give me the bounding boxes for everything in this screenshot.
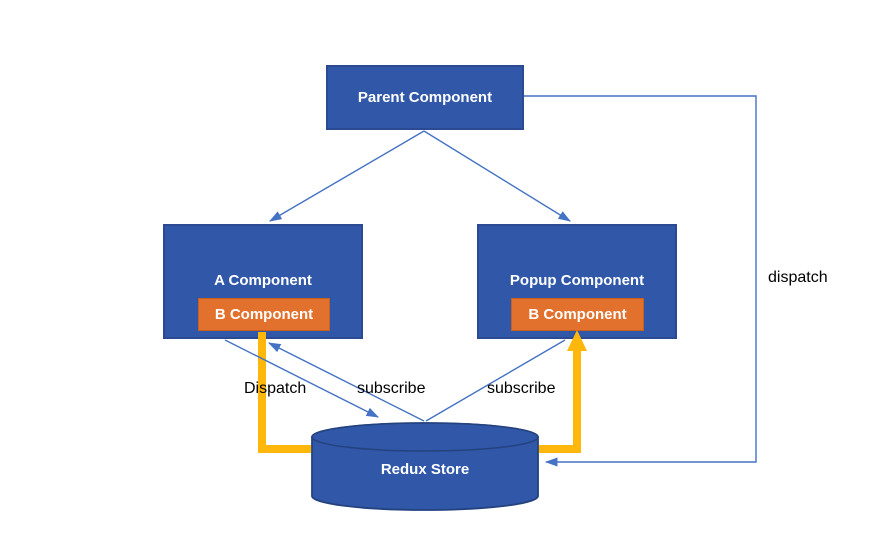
edge-label-dispatch-right: dispatch (768, 269, 828, 286)
b-component-left-label: B Component (214, 306, 314, 323)
redux-store-label: Redux Store (380, 461, 470, 478)
node-parent-component: Parent Component (326, 65, 524, 130)
node-a-component: A Component B Component (163, 224, 363, 339)
parent-component-label: Parent Component (357, 88, 493, 106)
node-b-component-right: B Component (511, 298, 644, 331)
edge-parent-to-a (269, 130, 425, 222)
edge-parent-to-popup (423, 130, 571, 222)
a-component-label: A Component (214, 272, 312, 289)
popup-component-label: Popup Component (509, 272, 645, 289)
node-b-component-left: B Component (198, 298, 330, 331)
node-popup-component: Popup Component B Component (477, 224, 677, 339)
b-component-right-label: B Component (528, 306, 627, 323)
highlight-subscribe-path-right (539, 349, 581, 453)
edge-label-subscribe-left: subscribe (357, 380, 426, 397)
edge-label-dispatch-left: Dispatch (244, 380, 307, 397)
edge-label-subscribe-right: subscribe (487, 380, 556, 397)
